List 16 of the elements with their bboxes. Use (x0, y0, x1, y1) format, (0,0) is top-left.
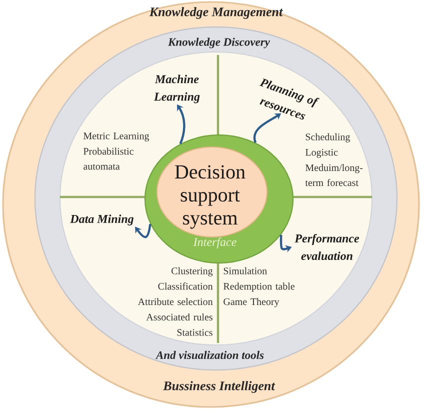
list-item: Meduim/long-term forecast (305, 164, 363, 186)
list-item: Attribute selection (138, 298, 213, 306)
list-item: Simulation (224, 267, 267, 274)
list-item: Clustering (172, 267, 213, 276)
curved-arrow (135, 224, 152, 238)
list-item: Logistic (305, 148, 338, 158)
section-heading: Data Mining (70, 214, 134, 226)
list-item: Associated rules (146, 313, 212, 320)
section-heading: Machine Learning (154, 74, 200, 104)
list-item: Statistics (177, 329, 212, 336)
list-item: Redemption table (223, 282, 294, 292)
list-item: Probabilistic automata (83, 148, 134, 170)
list-item: Game Theory (224, 298, 280, 308)
section-heading: Performance evaluation (294, 234, 360, 260)
list-item: Scheduling (306, 133, 350, 142)
list-item: Classification (158, 282, 213, 290)
